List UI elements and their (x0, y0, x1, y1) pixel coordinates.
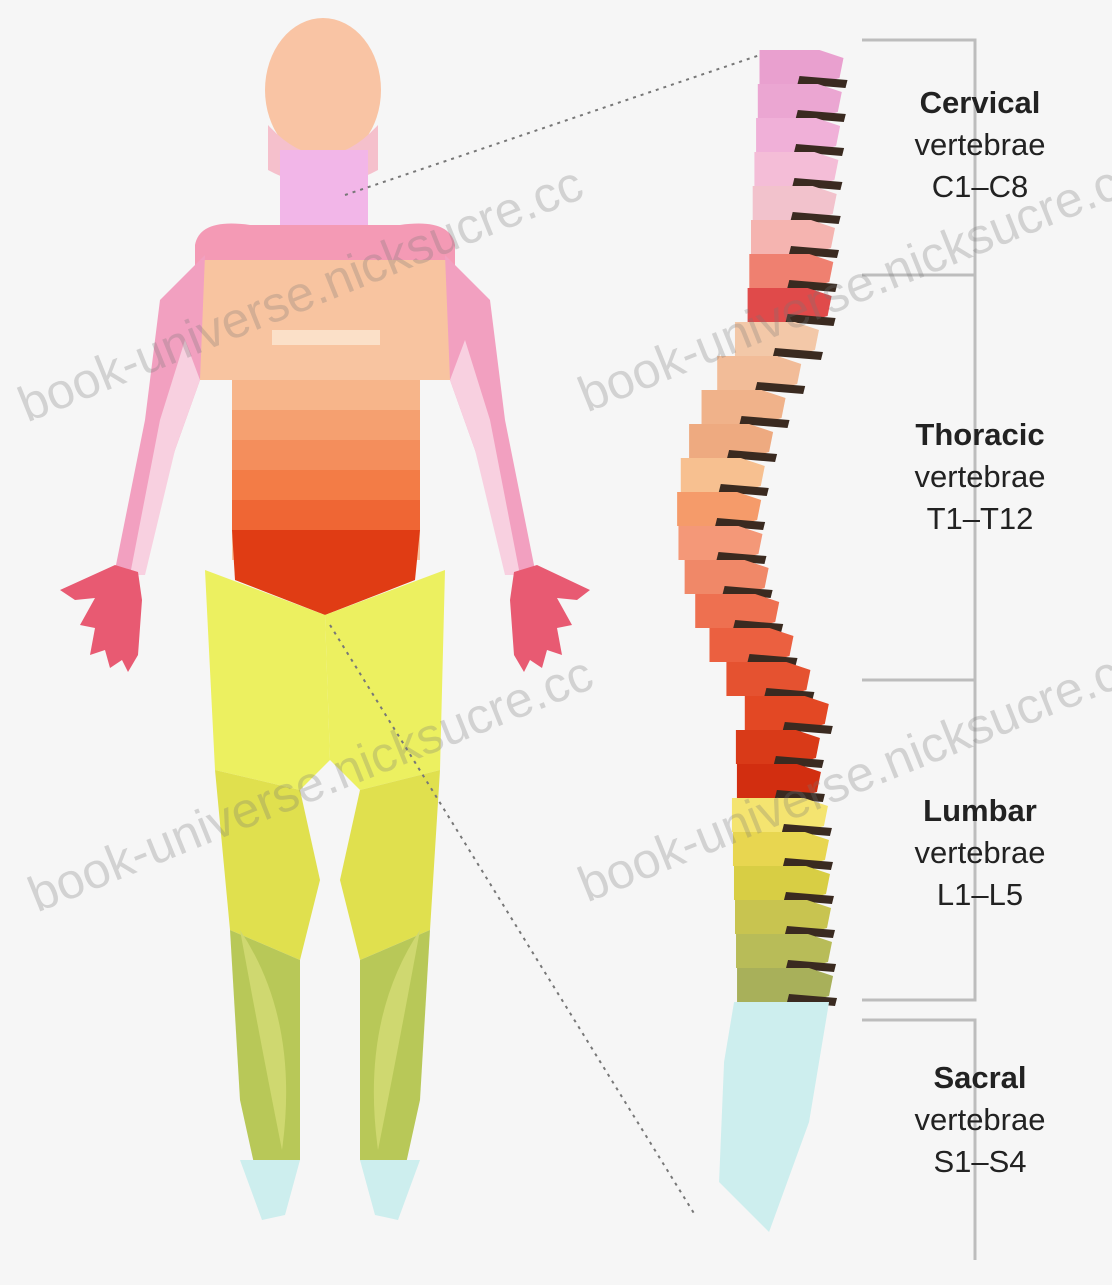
thoracic-name: Thoracic (860, 414, 1100, 456)
sacral-range: S1–S4 (860, 1141, 1100, 1183)
lumbar-label: Lumbar vertebrae L1–L5 (860, 790, 1100, 916)
right-leg-mid (340, 770, 440, 960)
sacrum (719, 1002, 829, 1232)
left-hand (60, 565, 142, 672)
cervical-subtitle: vertebrae (860, 124, 1100, 166)
left-arm-outer (115, 255, 205, 575)
left-leg-lower (230, 930, 300, 1200)
chest-highlight (272, 330, 380, 345)
torso-stripes (232, 380, 420, 615)
thoracic-subtitle: vertebrae (860, 456, 1100, 498)
thoracic-range: T1–T12 (860, 498, 1100, 540)
right-arm-outer (445, 255, 535, 575)
spine (677, 50, 847, 1232)
left-foot (240, 1160, 300, 1220)
right-foot (360, 1160, 420, 1220)
right-leg-lower (360, 930, 430, 1200)
cervical-name: Cervical (860, 82, 1100, 124)
sacral-name: Sacral (860, 1057, 1100, 1099)
sacral-label: Sacral vertebrae S1–S4 (860, 1057, 1100, 1183)
sacral-subtitle: vertebrae (860, 1099, 1100, 1141)
lumbar-range: L1–L5 (860, 874, 1100, 916)
lumbar-subtitle: vertebrae (860, 832, 1100, 874)
thoracic-label: Thoracic vertebrae T1–T12 (860, 414, 1100, 540)
lumbar-name: Lumbar (860, 790, 1100, 832)
